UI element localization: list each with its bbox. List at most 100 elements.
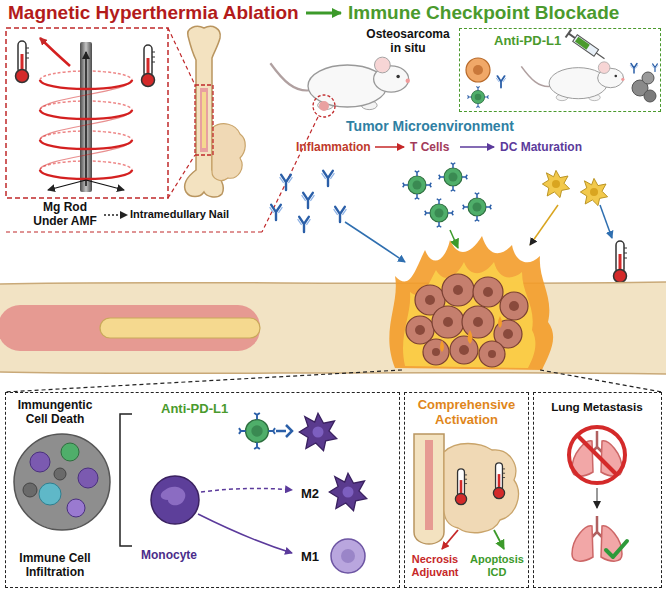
- bone-tumor-part: [415, 285, 519, 358]
- bone-tumor-part-part: [473, 317, 483, 327]
- lung-panel-drawing-part: [596, 488, 598, 508]
- rod-panel-part: [40, 80, 132, 179]
- lung-panel-drawing-part: [606, 541, 627, 557]
- microenvironment-cells-part: [439, 163, 468, 192]
- drug-label: Anti-PD-L1: [161, 401, 228, 416]
- rod-panel-part: [86, 180, 124, 190]
- femur-part: [195, 85, 213, 155]
- bone-tumor-part-part: [459, 345, 469, 355]
- bone-tumor-part-part: [488, 350, 496, 358]
- microenvironment-cells-part: [334, 207, 347, 222]
- microenvironment-cells-part: [270, 205, 283, 220]
- microenvironment-cells-part: [403, 171, 432, 200]
- bone-tumor-part: [0, 305, 260, 351]
- checkpoint-panel-box: Anti-PD-L1: [459, 28, 661, 112]
- rod-panel-part: [40, 38, 70, 66]
- metastasis-panel-box: Lung Metastasis: [533, 392, 662, 588]
- immune-panel-drawing-part: [67, 499, 85, 517]
- outcome-label: Necrosis Adjuvant: [406, 553, 464, 579]
- femur-part: [168, 155, 195, 198]
- bone-tumor-part: [0, 282, 666, 374]
- immune-panel-drawing-part: [14, 434, 110, 530]
- checkpoint-panel-part: [496, 76, 506, 87]
- rod-panel-part: [6, 28, 168, 198]
- immune-panel-drawing-part: [276, 425, 292, 437]
- checkpoint-panel-part: [468, 87, 489, 108]
- immune-panel-drawing-part: [30, 452, 50, 472]
- outcome-label: Apoptosis ICD: [468, 553, 526, 579]
- microenvironment-cells-part: [614, 241, 628, 283]
- bone-tumor-part-part: [453, 285, 463, 295]
- microenvironment-cells-part: [580, 178, 607, 205]
- bone-tumor-part-part: [509, 301, 519, 311]
- microenvironment-cells-part: [345, 222, 405, 262]
- femur-part: [212, 124, 245, 181]
- immune-panel-drawing-part: [329, 473, 366, 510]
- cell-label: Monocyte: [141, 548, 197, 562]
- immune-panel-drawing-part: [78, 468, 98, 488]
- immune-panel-drawing-part: [201, 488, 292, 492]
- immune-panel-drawing-part: [161, 487, 186, 506]
- bone-tumor-part: [403, 262, 535, 368]
- title-arrow-part: [306, 12, 341, 15]
- bone-tumor-part: [5, 370, 402, 392]
- part-label: Intramedullary Nail: [130, 208, 229, 221]
- immune-panel-box: Immungentic Cell DeathImmune Cell Infilt…: [5, 392, 400, 588]
- cell-label: M2: [301, 486, 319, 501]
- drug-label: Anti-PD-L1: [494, 33, 561, 48]
- bone-tumor-part-part: [442, 274, 474, 306]
- microenvironment-cells-part: [530, 205, 558, 245]
- bone-tumor-part-part: [425, 295, 435, 305]
- immune-panel-drawing-part: [239, 413, 275, 449]
- checkpoint-panel-part: [566, 29, 608, 62]
- title-arrow: [306, 13, 341, 14]
- bone-tumor-part-part: [479, 341, 505, 367]
- immune-panel-drawing-part: [54, 468, 66, 480]
- bone-tumor-part: [389, 236, 553, 370]
- region-title: Tumor Microenvironment: [330, 118, 530, 135]
- activation-panel-drawing-part: [444, 444, 518, 533]
- rod-panel-part: [142, 45, 156, 87]
- panel-heading: Lung Metastasis: [534, 400, 660, 414]
- immune-panel-drawing-part: [299, 413, 336, 450]
- checkpoint-panel-part: [473, 65, 483, 75]
- section-title: Magnetic Hyperthermia Ablation: [8, 2, 299, 24]
- microenvironment-cells-part: [463, 193, 492, 222]
- checkpoint-panel-part-part: [566, 29, 572, 37]
- checkpoint-panel-part-part: [596, 53, 604, 59]
- microenvironment-cells-part: [375, 146, 404, 148]
- bone-tumor-part-part: [462, 306, 494, 338]
- bone-tumor-part-part: [423, 339, 449, 365]
- activation-panel-drawing-part: [493, 463, 505, 499]
- bone-tumor-part-part: [473, 277, 503, 307]
- lung-panel-drawing: [569, 427, 627, 561]
- step-label: DC Maturation: [500, 140, 582, 154]
- microenvironment-cells-part: [322, 171, 335, 186]
- microenvironment-cells-part: [460, 146, 494, 148]
- immune-panel-drawing-part: [331, 539, 365, 573]
- mouse-part: [313, 95, 335, 117]
- activation-panel-drawing-part: [455, 469, 467, 505]
- bone-tumor: [0, 236, 666, 392]
- checkpoint-panel-part-part: [568, 33, 575, 38]
- microenvironment-cells-part: [542, 170, 569, 197]
- checkpoint-panel: [466, 29, 658, 107]
- activation-panel-drawing-part: [494, 530, 504, 549]
- checkpoint-panel-part: [521, 62, 624, 101]
- activation-panel-box: Comprehensive ActivationNecrosis Adjuvan…: [404, 392, 529, 588]
- rod-panel-part: [16, 41, 30, 83]
- microenvironment-cells-part: [425, 199, 454, 228]
- bone-tumor-part-part: [415, 325, 425, 335]
- bone-tumor-part-part: [503, 329, 513, 339]
- bone-tumor-part: [406, 274, 528, 367]
- bone-tumor-part-part: [432, 306, 464, 338]
- step-label: Inflammation: [296, 140, 371, 154]
- microenvironment-cells-part: [302, 193, 315, 208]
- immune-panel-drawing-part: [151, 476, 199, 524]
- microenvironment-cells-part: [600, 205, 612, 238]
- section-title: Immune Checkpoint Blockade: [348, 2, 619, 24]
- rod-panel-part: [48, 180, 86, 190]
- bone-tumor-part: [100, 318, 260, 338]
- immune-panel-drawing-part: [23, 483, 37, 497]
